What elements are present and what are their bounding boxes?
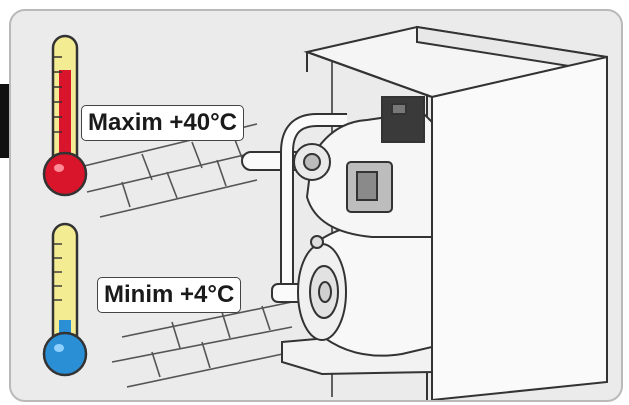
side-tab	[0, 84, 9, 158]
pump-scene	[42, 25, 608, 400]
min-temperature-label: Minim +4°C	[97, 277, 242, 313]
max-temperature-label: Maxim +40°C	[81, 105, 245, 141]
illustration-panel: Maxim +40°C Minim +4°C	[9, 9, 623, 402]
thermometer-hot-icon	[42, 34, 88, 197]
pressure-tank	[297, 223, 433, 357]
thermometer-cold-icon	[42, 222, 88, 377]
pump-motor	[293, 96, 433, 249]
enclosure	[303, 25, 608, 400]
